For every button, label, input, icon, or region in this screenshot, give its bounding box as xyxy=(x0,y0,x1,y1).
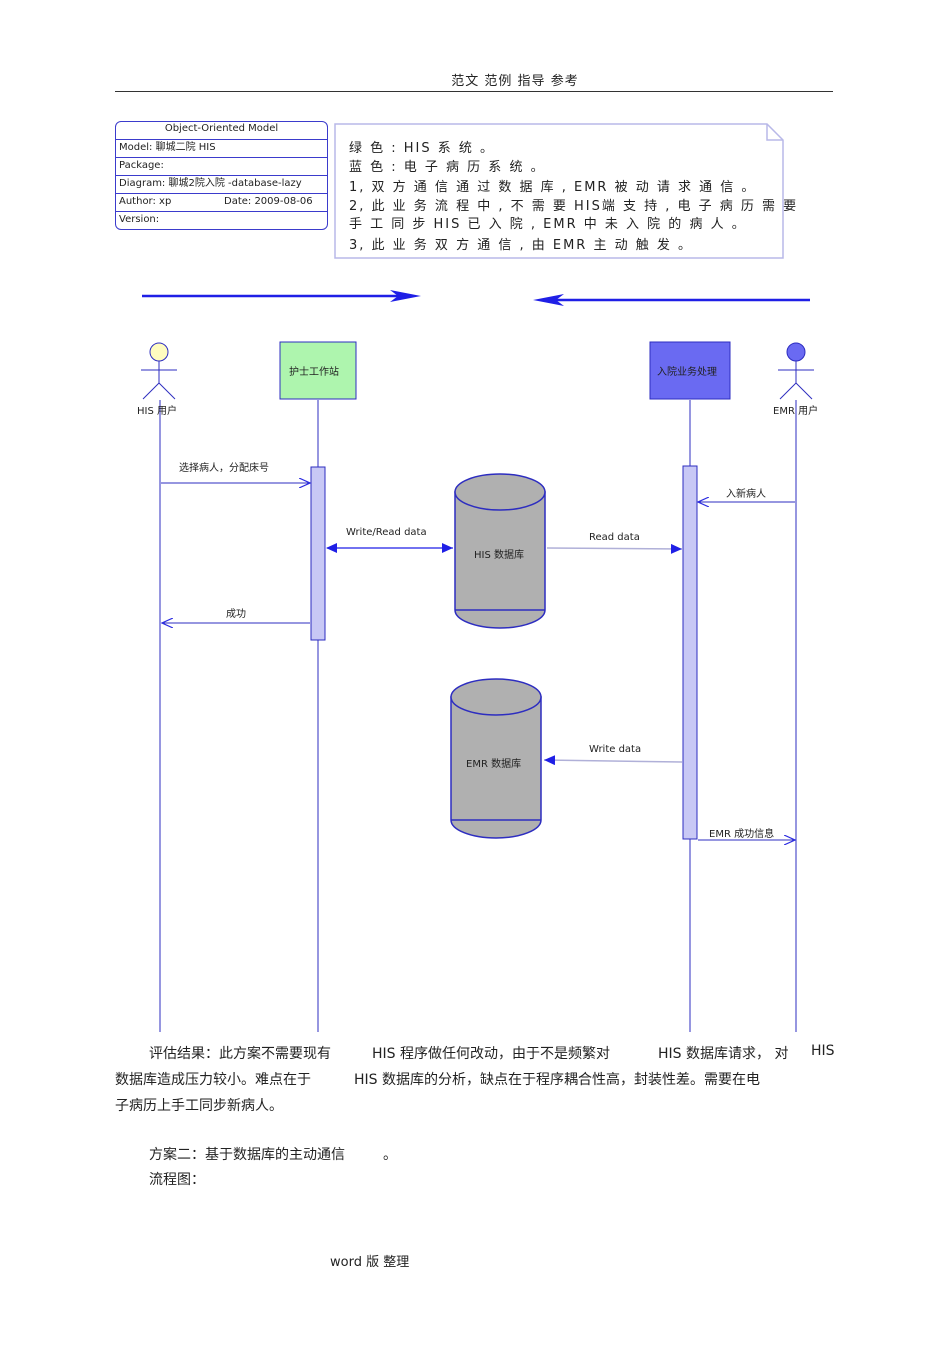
msg-new-patient-label: 入新病人 xyxy=(726,489,766,500)
model-diagram: Diagram: 聊城2院入院 -database-lazy xyxy=(119,178,302,189)
model-name: Model: 聊城二院 HIS xyxy=(119,142,216,153)
activation-admission xyxy=(682,465,698,840)
header-rule xyxy=(115,91,833,92)
page-footer: word 版 整理 xyxy=(330,1255,410,1270)
note-line: 蓝 色 : 电 子 病 历 系 统 。 xyxy=(349,160,546,175)
his-user-label: HIS 用户 xyxy=(137,406,177,417)
model-version: Version: xyxy=(119,214,160,225)
msg-read-data-label: Read data xyxy=(589,532,640,543)
evaluation-text: 数据库造成压力较小。难点在于 xyxy=(115,1072,311,1088)
model-author: Author: xp xyxy=(119,196,172,207)
note-line: 1, 双 方 通 信 通 过 数 据 库 , EMR 被 动 请 求 通 信 。 xyxy=(349,180,757,195)
flowchart-label: 流程图： xyxy=(149,1172,205,1188)
evaluation-text: HIS 数据库请求， 对 xyxy=(658,1046,789,1062)
nurse-station-label: 护士工作站 xyxy=(289,367,339,378)
his-user-actor-icon xyxy=(141,342,177,400)
his-database-label: HIS 数据库 xyxy=(474,550,524,561)
model-date: Date: 2009-08-06 xyxy=(224,196,313,207)
direction-arrow-right xyxy=(142,290,421,302)
page-header: 范文 范例 指导 参考 xyxy=(451,74,579,89)
divider xyxy=(116,175,327,176)
divider xyxy=(116,139,327,140)
evaluation-text: HIS 程序做任何改动，由于不是频繁对 xyxy=(372,1046,610,1062)
note-line: 绿 色 : HIS 系 统 。 xyxy=(349,141,496,156)
admission-box xyxy=(649,341,731,400)
plan-two-heading-end: 。 xyxy=(383,1147,397,1163)
nurse-station-box xyxy=(279,341,357,400)
msg-read-data-arrow xyxy=(546,543,683,554)
evaluation-text: HIS 数据库的分析，缺点在于程序耦合性高，封装性差。需要在电 xyxy=(354,1072,760,1088)
msg-success-label: 成功 xyxy=(226,609,246,620)
note-line: 3, 此 业 务 双 方 通 信 , 由 EMR 主 动 触 发 。 xyxy=(349,238,693,253)
evaluation-text: 子病历上手工同步新病人。 xyxy=(115,1098,283,1114)
note-line: 2, 此 业 务 流 程 中 , 不 需 要 HIS端 支 持 , 电 子 病 … xyxy=(349,199,799,214)
emr-database-label: EMR 数据库 xyxy=(466,759,522,770)
msg-write-read-label: Write/Read data xyxy=(346,527,427,538)
evaluation-text: 评估结果：此方案不需要现有 xyxy=(149,1046,331,1062)
model-package: Package: xyxy=(119,160,164,171)
divider xyxy=(116,157,327,158)
msg-select-patient-label: 选择病人，分配床号 xyxy=(179,463,269,474)
activation-nurse-station xyxy=(310,466,326,641)
evaluation-text: HIS xyxy=(811,1043,835,1059)
msg-write-data-label: Write data xyxy=(589,744,642,755)
admission-label: 入院业务处理 xyxy=(657,367,717,378)
msg-write-data-arrow xyxy=(543,755,683,766)
direction-arrow-left xyxy=(533,294,810,306)
his-database-icon xyxy=(454,473,546,629)
emr-user-label: EMR 用户 xyxy=(773,406,819,417)
note-line: 手 工 同 步 HIS 已 入 院 , EMR 中 未 入 院 的 病 人 。 xyxy=(349,217,747,232)
model-info-box: Object-Oriented Model Model: 聊城二院 HIS Pa… xyxy=(115,121,328,230)
note-box xyxy=(334,123,784,259)
plan-two-heading: 方案二：基于数据库的主动通信 xyxy=(149,1147,345,1163)
divider xyxy=(116,193,327,194)
msg-emr-success-label: EMR 成功信息 xyxy=(709,829,775,840)
divider xyxy=(116,211,327,212)
model-title: Object-Oriented Model xyxy=(164,123,279,134)
emr-database-icon xyxy=(450,678,542,839)
emr-user-actor-icon xyxy=(778,342,814,400)
